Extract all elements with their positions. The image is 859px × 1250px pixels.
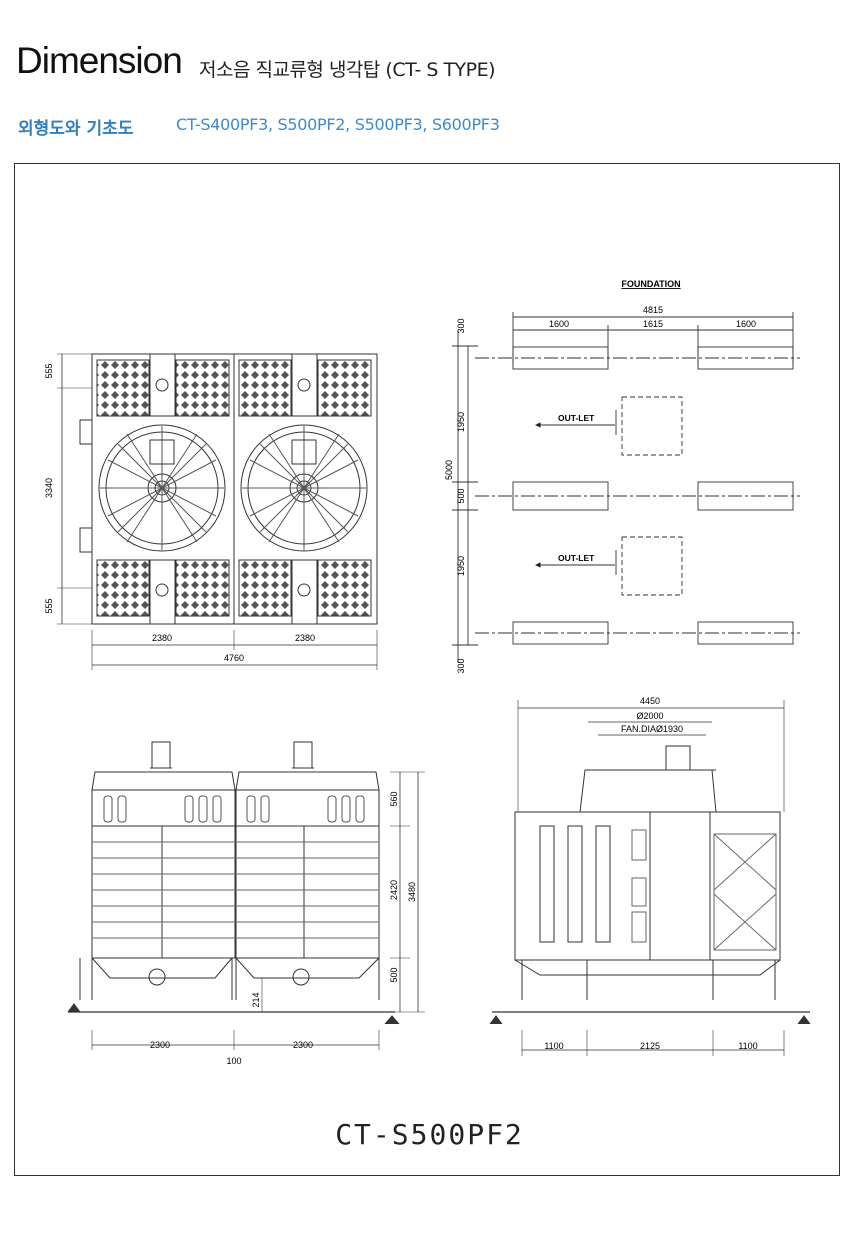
plan-dim-v-1: 555 (44, 363, 54, 378)
plan-dim-h-1: 2380 (152, 633, 172, 643)
foundation-height-2: 1950 (456, 412, 466, 432)
drawing-frame (14, 163, 840, 1176)
plan-dim-h-2: 2380 (295, 633, 315, 643)
side-width-1: 1100 (544, 1041, 563, 1051)
front-height-1: 560 (389, 791, 399, 806)
side-top-width: 4450 (640, 696, 660, 706)
front-width-3: 100 (226, 1056, 241, 1066)
foundation-total-height: 5000 (444, 460, 454, 480)
plan-dim-v-2: 3340 (44, 478, 54, 498)
plan-dim-v-3: 555 (44, 598, 54, 613)
front-height-2: 2420 (389, 880, 399, 900)
section-models: CT-S400PF3, S500PF2, S500PF3, S600PF3 (176, 115, 500, 134)
side-width-3: 1100 (738, 1041, 757, 1051)
foundation-total-width: 4815 (643, 305, 663, 315)
plan-dim-h-total: 4760 (224, 653, 244, 663)
front-width-2: 2300 (293, 1040, 313, 1050)
foundation-plan (452, 312, 800, 663)
foundation-height-3: 500 (456, 488, 466, 503)
side-width-2: 2125 (640, 1041, 660, 1051)
outlet-label-1: OUT-LET (558, 413, 595, 423)
foundation-height-4: 1950 (456, 556, 466, 576)
foundation-width-2: 1615 (643, 319, 663, 329)
side-fan-dia: FAN.DIAØ1930 (621, 724, 683, 734)
front-width-1: 2300 (150, 1040, 170, 1050)
model-name: CT-S500PF2 (335, 1118, 524, 1151)
front-height-5: 214 (251, 992, 261, 1007)
foundation-width-1: 1600 (549, 319, 569, 329)
foundation-width-3: 1600 (736, 319, 756, 329)
front-height-4: 500 (389, 967, 399, 982)
section-label: 외형도와 기초도 (18, 119, 134, 139)
front-height-3: 3480 (407, 882, 417, 902)
side-diameter: Ø2000 (636, 711, 663, 721)
foundation-title: FOUNDATION (621, 279, 680, 289)
page-title: Dimension (16, 40, 183, 81)
page-subtitle: 저소음 직교류형 냉각탑 (CT- S TYPE) (199, 59, 496, 81)
side-elevation (489, 700, 811, 1056)
outlet-label-2: OUT-LET (558, 553, 595, 563)
foundation-height-1: 300 (456, 318, 466, 333)
foundation-height-5: 300 (456, 658, 466, 673)
front-elevation (67, 741, 425, 1050)
plan-view (57, 353, 378, 670)
